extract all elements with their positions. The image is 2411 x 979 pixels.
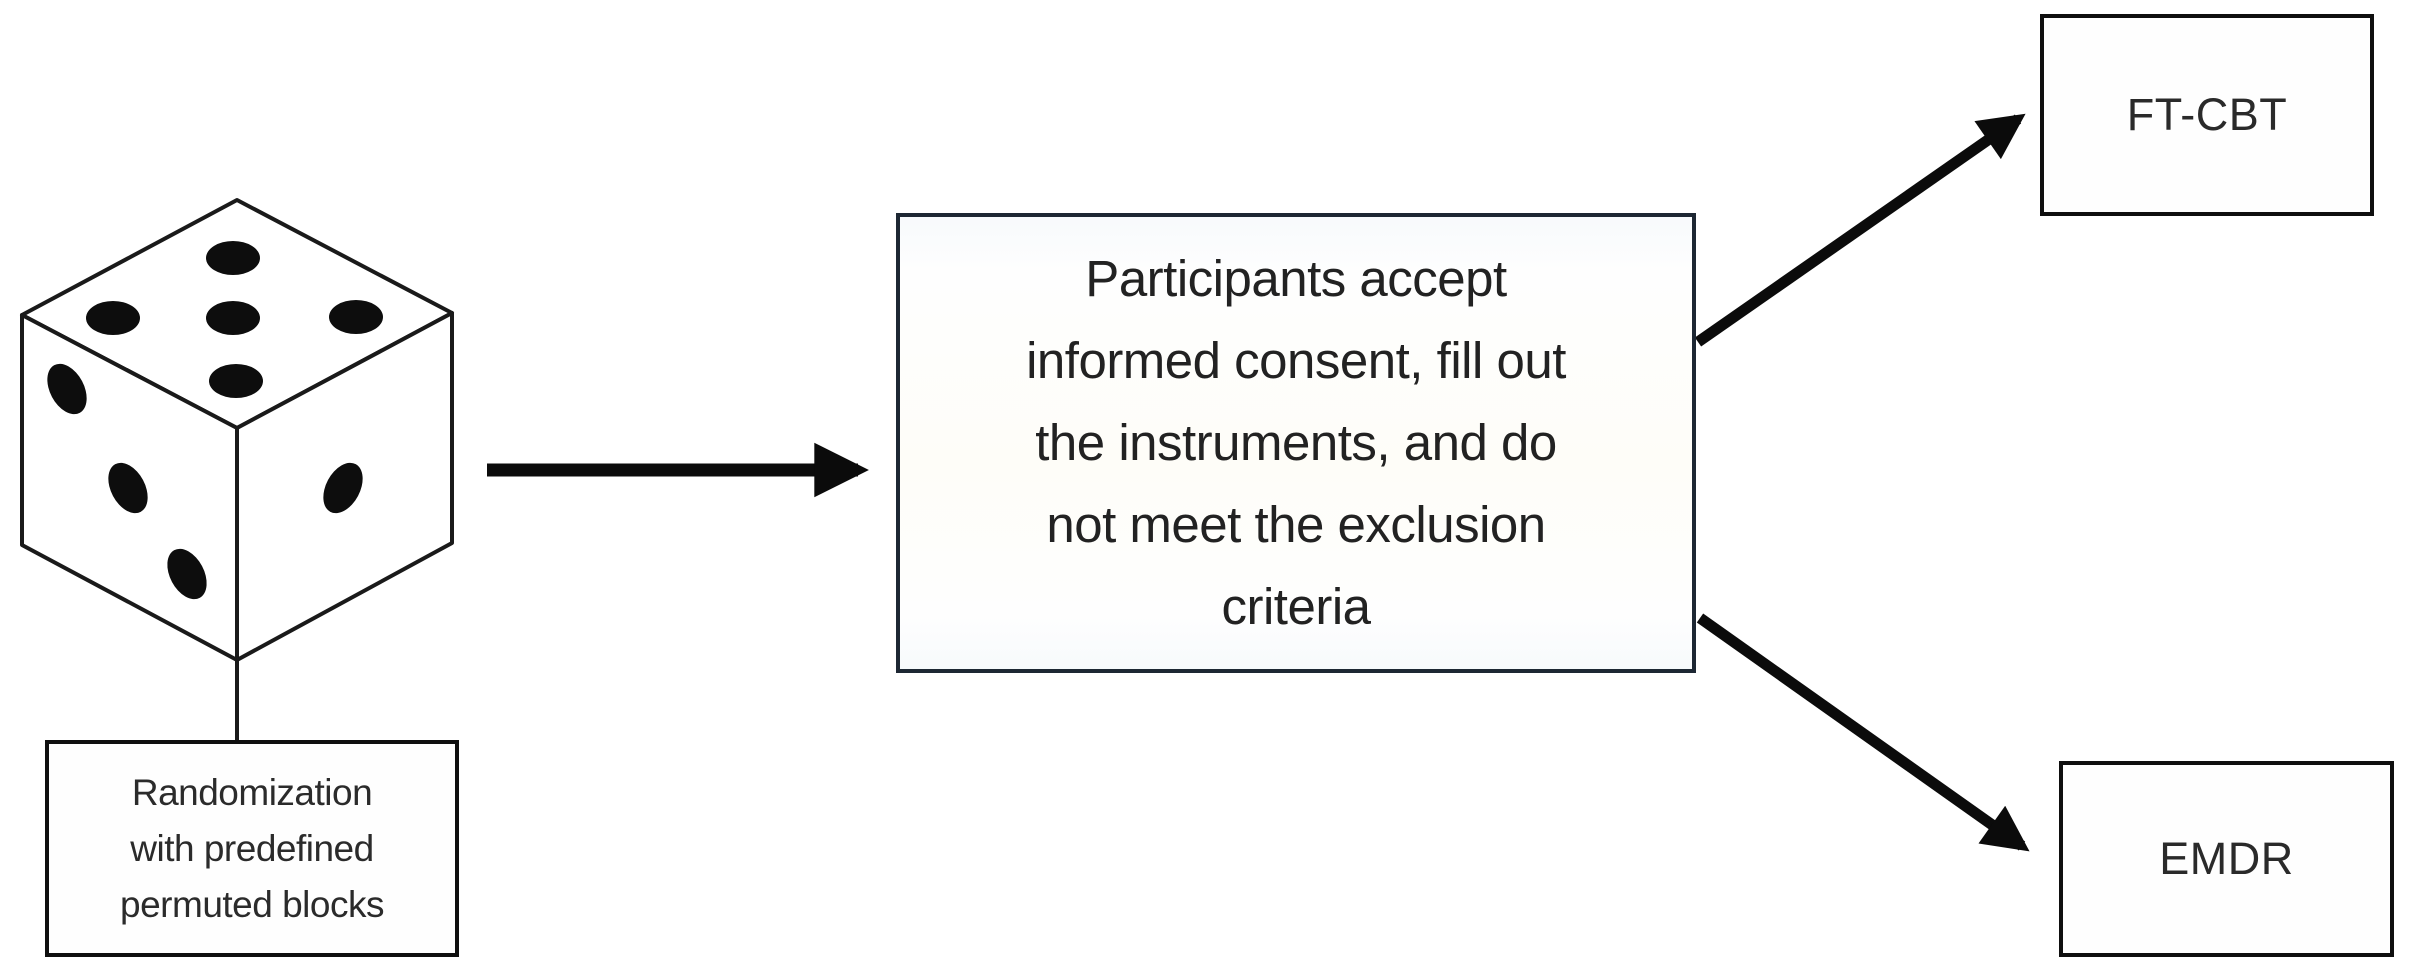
dice-pip: [167, 548, 207, 600]
dice-pip: [323, 462, 363, 514]
ft-cbt-label: FT-CBT: [2126, 89, 2288, 140]
randomization-line: Randomization: [131, 771, 373, 813]
dice-pip: [206, 301, 260, 335]
dice-pip: [47, 363, 87, 415]
consent-box: Participants accept informed consent, fi…: [896, 213, 1696, 673]
randomization-box: Randomization with predefined permuted b…: [45, 740, 459, 957]
flow-arrows: [487, 113, 2030, 852]
dice-pips: [47, 241, 383, 600]
consent-line: the instruments, and do: [1035, 414, 1557, 471]
dice-pip: [209, 364, 263, 398]
ft-cbt-box: FT-CBT: [2040, 14, 2374, 216]
arrow-to-emdr: [1696, 613, 2030, 852]
dice-icon: [20, 198, 454, 742]
dice-pip: [86, 301, 140, 335]
consent-line: informed consent, fill out: [1026, 332, 1566, 389]
emdr-label: EMDR: [2159, 833, 2294, 884]
dice-pip: [329, 300, 383, 334]
dice-pip: [206, 241, 260, 275]
arrow-to-ft-cbt: [1694, 113, 2026, 347]
randomization-line: with predefined: [130, 827, 374, 869]
randomization-line: permuted blocks: [120, 883, 384, 925]
consent-line: criteria: [1221, 578, 1371, 635]
consent-line: not meet the exclusion: [1046, 496, 1546, 553]
dice-pip: [108, 462, 148, 514]
consent-line: Participants accept: [1085, 250, 1507, 307]
emdr-box: EMDR: [2059, 761, 2394, 957]
